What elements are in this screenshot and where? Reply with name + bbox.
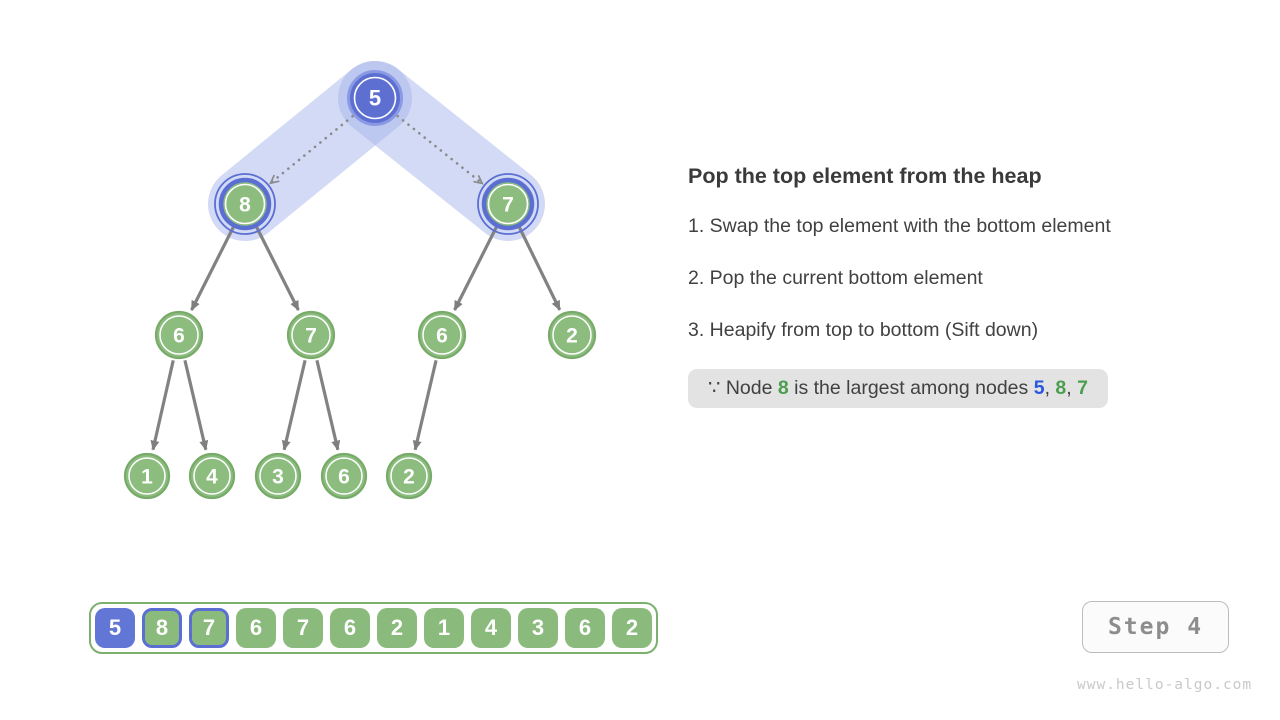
tree-node-value: 7 [502, 194, 514, 217]
step-instruction-3: 3. Heapify from top to bottom (Sift down… [688, 319, 1039, 341]
tree-edge [150, 360, 175, 451]
array-cell: 3 [518, 608, 558, 648]
array-cell: 5 [95, 608, 135, 648]
tree-node-4: 4 [188, 452, 236, 500]
tree-node-3: 3 [254, 452, 302, 500]
panel-title: Pop the top element from the heap [688, 164, 1042, 188]
tree-node-8: 8 [214, 173, 276, 235]
tree-edge [517, 226, 562, 311]
tree-node-7: 7 [477, 173, 539, 235]
tree-edge [315, 359, 341, 451]
array-cell: 6 [565, 608, 605, 648]
heap-tree-diagram: 5 8 7 6 7 6 2 1 4 3 6 2 [123, 61, 597, 500]
tree-node-value: 2 [566, 325, 578, 348]
tree-edge [281, 359, 307, 451]
array-cell: 1 [424, 608, 464, 648]
tree-node-5: 5 [347, 70, 403, 126]
swap-dotted-arrow [396, 114, 484, 185]
tree-edge [190, 226, 235, 311]
reason-note: ∵ Node 8 is the largest among nodes 5, 8… [688, 369, 1108, 408]
tree-node-value: 5 [369, 86, 381, 111]
note-segment: is the largest among nodes [788, 377, 1034, 399]
tree-edge [255, 226, 300, 311]
tree-node-6: 6 [417, 310, 467, 360]
tree-node-value: 4 [206, 466, 218, 489]
array-cell: 7 [283, 608, 323, 648]
tree-node-value: 3 [272, 466, 284, 489]
tree-node-value: 1 [141, 466, 153, 489]
tree-node-value: 6 [173, 325, 185, 348]
step-instruction-1: 1. Swap the top element with the bottom … [688, 215, 1111, 237]
watermark-text: www.hello-algo.com [1077, 677, 1253, 693]
array-cell: 8 [142, 608, 182, 648]
array-cell: 4 [471, 608, 511, 648]
tree-node-value: 2 [403, 466, 415, 489]
tree-edge [412, 359, 438, 451]
note-segment: 7 [1077, 377, 1088, 399]
tree-node-value: 6 [436, 325, 448, 348]
step-instruction-2: 2. Pop the current bottom element [688, 267, 983, 289]
note-segment: 5 [1033, 377, 1045, 399]
array-cell: 2 [612, 608, 652, 648]
tree-node-value: 6 [338, 466, 350, 489]
tree-node-2: 2 [547, 310, 597, 360]
array-cell: 2 [377, 608, 417, 648]
tree-node-2: 2 [385, 452, 433, 500]
tree-edge [453, 226, 498, 311]
array-cell: 6 [236, 608, 276, 648]
tree-node-6: 6 [154, 310, 204, 360]
note-segment: , [1066, 377, 1078, 399]
tree-node-value: 8 [239, 194, 251, 217]
note-segment: , [1044, 377, 1056, 399]
note-segment: 8 [777, 377, 789, 399]
note-segment: 8 [1055, 377, 1067, 399]
explanation-panel: Pop the top element from the heap 1. Swa… [688, 164, 1223, 408]
tree-node-1: 1 [123, 452, 171, 500]
step-counter-badge: Step 4 [1082, 601, 1229, 653]
note-segment: ∵ Node [708, 377, 778, 399]
array-cell: 6 [330, 608, 370, 648]
tree-node-6: 6 [320, 452, 368, 500]
tree-node-7: 7 [286, 310, 336, 360]
tree-node-value: 7 [305, 325, 317, 348]
array-cell: 7 [189, 608, 229, 648]
tree-edge [183, 359, 209, 451]
